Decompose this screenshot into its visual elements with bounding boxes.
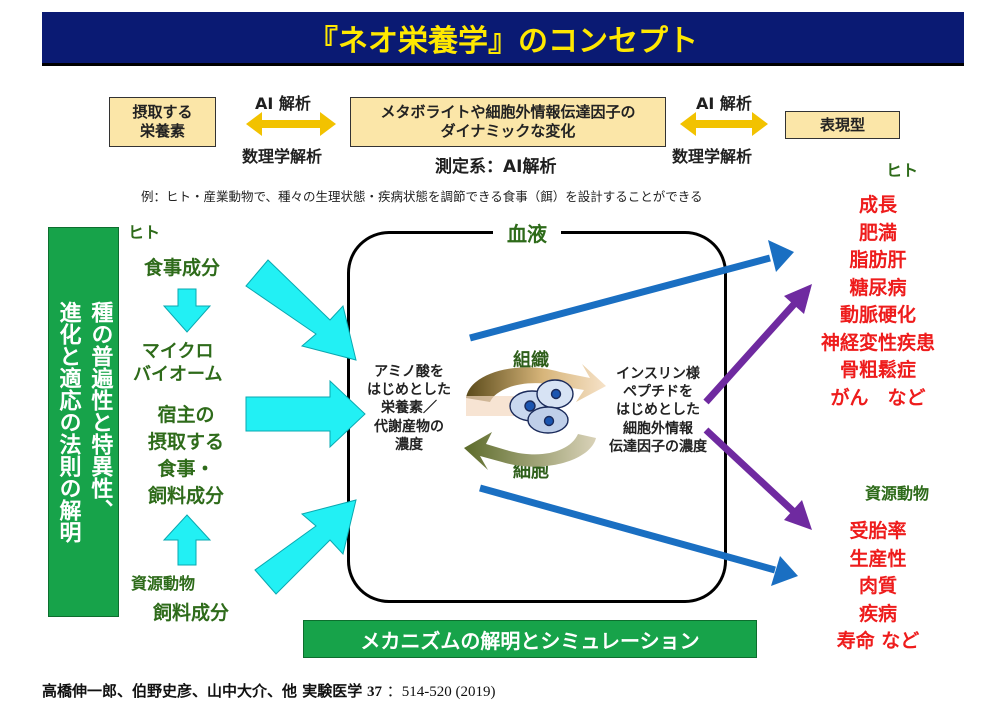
human-outcomes-list: 成長 肥満 脂肪肝 糖尿病 動脈硬化 神経変性疾患 骨粗鬆症 がん など (798, 192, 958, 412)
page-title: 『ネオ栄養学』のコンセプト (308, 23, 698, 59)
cyan-arrow-middle (245, 379, 366, 449)
purple-arrow-up (703, 284, 812, 405)
outcome-item: 神経変性疾患 (820, 331, 935, 354)
cyan-arrow-bottom (254, 499, 357, 595)
livestock-label-left: 資源動物 (131, 574, 196, 593)
outcome-item: 動脈硬化 (839, 304, 916, 327)
microbiome-label: マイクロ バイオーム (133, 341, 223, 386)
cyan-down-arrow (162, 288, 212, 333)
outcome-item: 骨粗鬆症 (839, 359, 916, 382)
phenotype-box: 表現型 (785, 111, 900, 139)
livestock-outcomes-list: 受胎率 生産性 肉質 疾病 寿命 など (798, 518, 958, 656)
citation-pages: ：514-520 (2019) (386, 684, 496, 700)
mechanism-label: メカニズムの解明とシミュレーション (360, 628, 700, 653)
outcome-item: 疾病 (858, 602, 897, 625)
ai-analysis-left: AI 解析 (255, 94, 311, 113)
cyan-up-arrow (162, 514, 212, 566)
human-label-left: ヒト (128, 223, 161, 242)
human-label-right: ヒト (886, 161, 919, 180)
cells-icon (509, 379, 574, 434)
outcome-item: 脂肪肝 (849, 249, 907, 272)
cyan-arrow-top (245, 259, 357, 361)
outcome-item: 糖尿病 (849, 276, 907, 299)
side-label-box: 種の普遍性と特異性、 進化と適応の法則の解明 (48, 227, 119, 617)
outcome-item: 肥満 (858, 221, 897, 244)
outcome-item: 生産性 (849, 547, 907, 570)
feed-components-label: 飼料成分 (153, 602, 230, 624)
livestock-label-right: 資源動物 (865, 484, 930, 503)
blue-arrow-up (469, 240, 794, 342)
yellow-double-arrow-right (680, 112, 768, 136)
cell-arrow (464, 432, 596, 470)
outcome-item: がん など (830, 386, 926, 409)
citation: 高橋伸一郎、伯野史彦、山中大介、他 実験医学 37 ：514-520 (2019… (42, 680, 496, 701)
intake-box: 摂取する 栄養素 (109, 97, 216, 147)
example-note: 例：ヒト・産業動物で、種々の生理状態・疾病状態を調節できる食事（餌）を設計するこ… (141, 189, 703, 204)
food-components-label: 食事成分 (144, 257, 221, 279)
yellow-double-arrow-left (246, 112, 336, 136)
amino-acid-text: アミノ酸を はじめとした 栄養素／ 代謝産物の 濃度 (367, 364, 451, 453)
metabolite-box: メタボライトや細胞外情報伝達因子の ダイナミックな変化 (350, 97, 666, 147)
host-intake-label: 宿主の 摂取する 食事・ 飼料成分 (147, 404, 224, 507)
tissue-label: 組織 (513, 350, 549, 371)
side-label: 種の普遍性と特異性、 進化と適応の法則の解明 (55, 301, 113, 543)
purple-arrow-down (703, 427, 812, 530)
ai-analysis-right: AI 解析 (696, 94, 752, 113)
math-analysis-right: 数理学解析 (672, 147, 753, 166)
measurement-label: 測定系：AI解析 (435, 157, 557, 177)
tissue-arrow (466, 364, 606, 416)
outcome-item: 成長 (858, 194, 897, 216)
blood-label: 血液 (493, 218, 561, 247)
outcome-item: 寿命 など (836, 630, 920, 653)
citation-volume: 37 (367, 684, 383, 700)
citation-authors: 高橋伸一郎、伯野史彦、山中大介、他 実験医学 (42, 682, 363, 700)
insulin-text: インスリン様 ペプチドを はじめとした 細胞外情報 伝達因子の濃度 (609, 366, 707, 455)
outcome-item: 受胎率 (849, 520, 907, 542)
blue-arrow-down (479, 484, 798, 586)
outcome-item: 肉質 (858, 575, 897, 598)
math-analysis-left: 数理学解析 (242, 147, 323, 166)
title-bar: 『ネオ栄養学』のコンセプト (42, 12, 964, 66)
mechanism-box: メカニズムの解明とシミュレーション (303, 620, 757, 658)
